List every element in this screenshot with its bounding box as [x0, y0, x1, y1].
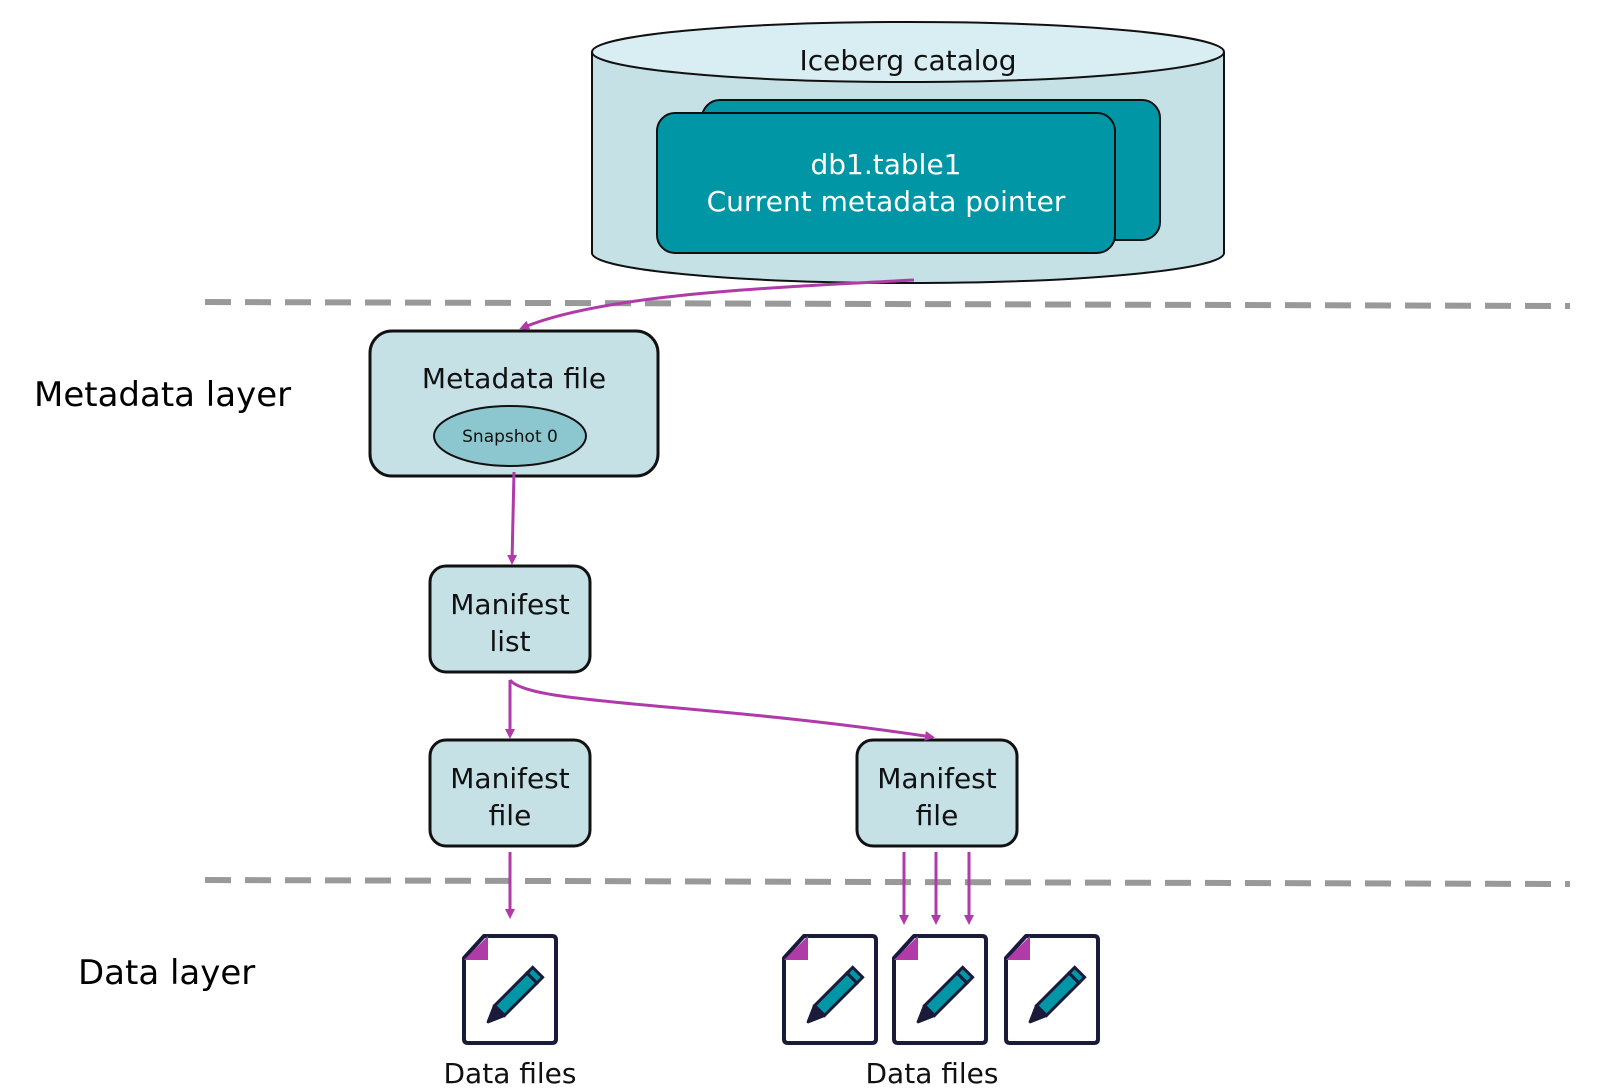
manifest-file-right: Manifest file — [855, 738, 1019, 848]
manifest-file-line1: Manifest — [877, 762, 997, 795]
catalog-cylinder-top — [591, 21, 1225, 83]
metadata-file: Metadata file Snapshot 0 — [368, 329, 660, 478]
catalog-title: Iceberg catalog — [800, 44, 1017, 77]
snapshot-label: Snapshot 0 — [462, 427, 558, 447]
manifest-list: Manifest list — [428, 564, 592, 674]
manifest-file-box[interactable] — [428, 738, 592, 848]
data-layer-label: Data layer — [78, 953, 255, 993]
table-pointer-card[interactable] — [656, 112, 1116, 254]
metadata-file-title: Metadata file — [422, 362, 606, 395]
arrow-metadata-to-manifest-list — [507, 471, 518, 565]
data-files-label: Data files — [866, 1057, 999, 1090]
arrow-catalog-to-metadata — [519, 278, 915, 330]
metadata-layer-label: Metadata layer — [34, 375, 291, 415]
data-files-label: Data files — [444, 1057, 577, 1090]
divider-catalog-metadata — [204, 299, 1571, 309]
document-edit-icon[interactable] — [1004, 934, 1100, 1045]
manifest-list-box[interactable] — [428, 564, 592, 674]
iceberg-catalog: Iceberg catalog db1.table1 Current metad… — [591, 21, 1225, 284]
manifest-file-box[interactable] — [855, 738, 1019, 848]
document-edit-icon[interactable] — [462, 934, 558, 1045]
manifest-file-line2: file — [916, 799, 959, 832]
pointer-label: Current metadata pointer — [707, 185, 1066, 218]
data-files-right: Data files — [782, 934, 1100, 1090]
manifest-file-line1: Manifest — [450, 762, 570, 795]
table-name: db1.table1 — [811, 148, 962, 181]
document-edit-icon[interactable] — [892, 934, 988, 1045]
manifest-list-line1: Manifest — [450, 588, 570, 621]
snapshot-ellipse[interactable] — [433, 405, 587, 467]
manifest-file-left: Manifest file — [428, 738, 592, 848]
manifest-file-line2: file — [489, 799, 532, 832]
arrow-list-to-manifest-right — [508, 678, 935, 741]
document-edit-icon[interactable] — [782, 934, 878, 1045]
data-files-left: Data files — [444, 934, 577, 1090]
divider-metadata-data — [204, 877, 1571, 887]
arrows — [505, 278, 974, 925]
manifest-list-line2: list — [489, 625, 530, 658]
